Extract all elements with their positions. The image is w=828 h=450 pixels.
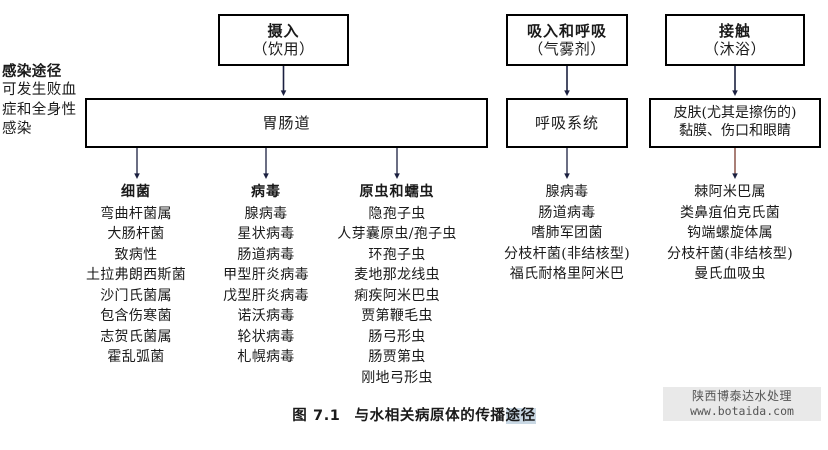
box-skin-line2: 黏膜、伤口和眼睛 [679, 123, 791, 139]
organism-item: 霍乱弧菌 [107, 349, 165, 365]
organism-item: 嗜肺军团菌 [531, 225, 603, 241]
watermark-company: 陕西博泰达水处理 [691, 389, 792, 403]
box-contact: 接触 （沐浴） [665, 14, 805, 66]
organism-column-virus: 病毒腺病毒星状病毒肠道病毒甲型肝炎病毒戊型肝炎病毒诺沃病毒轮状病毒札幌病毒 [206, 182, 326, 368]
organism-item: 曼氏血吸虫 [694, 266, 766, 282]
box-contact-title: 接触 [718, 21, 751, 40]
organism-item: 贾第鞭毛虫 [361, 308, 433, 324]
organism-item: 弯曲杆菌属 [100, 205, 172, 222]
organism-item: 痢疾阿米巴虫 [354, 287, 440, 304]
organism-item: 腺病毒 [244, 205, 288, 222]
organism-item: 大肠杆菌 [107, 226, 165, 242]
infection-route-body: 可发生败血症和全身性感染 [2, 82, 77, 137]
organism-item: 肠弓形虫 [368, 328, 426, 345]
figure-caption: 图 7.1 与水相关病原体的传播途径 [0, 404, 828, 425]
box-gastrointestinal-title: 胃肠道 [262, 113, 311, 132]
box-respiratory-system: 呼吸系统 [506, 98, 628, 148]
organism-item: 人芽囊原虫/孢子虫 [337, 226, 457, 242]
organism-item: 类鼻疽伯克氏菌 [679, 204, 781, 221]
organism-column-header: 病毒 [251, 184, 281, 200]
figure-caption-highlight: 途径 [505, 408, 536, 424]
organism-item: 戊型肝炎病毒 [223, 287, 309, 304]
box-inhalation-title: 吸入和呼吸 [526, 21, 607, 40]
organism-item: 肠贾第虫 [368, 349, 426, 365]
box-inhalation-subtitle: （气雾剂） [528, 40, 606, 58]
box-contact-subtitle: （沐浴） [703, 40, 766, 58]
organism-item: 刚地弓形虫 [361, 369, 433, 386]
infection-route-label: 感染途径 可发生败血症和全身性感染 [2, 62, 84, 139]
box-ingestion: 摄入 （饮用） [218, 14, 349, 66]
infection-route-heading: 感染途径 [2, 63, 62, 80]
organism-column-bacteria: 细菌弯曲杆菌属大肠杆菌致病性土拉弗朗西斯菌沙门氏菌属包含伤寒菌志贺氏菌属霍乱弧菌 [58, 182, 214, 368]
organism-item: 环孢子虫 [368, 246, 426, 263]
organism-item: 钩端螺旋体属 [687, 225, 773, 241]
organism-item: 甲型肝炎病毒 [223, 267, 309, 283]
organism-item: 分枝杆菌(非结核型) [667, 245, 793, 262]
figure-caption-text: 与水相关病原体的传播 [354, 408, 506, 424]
figure-caption-number: 图 7.1 [292, 408, 341, 424]
organism-item: 分枝杆菌(非结核型) [504, 245, 630, 262]
organism-column-respiratory: 腺病毒肠道病毒嗜肺军团菌分枝杆菌(非结核型) 福氏耐格里阿米巴 [489, 182, 645, 285]
box-gastrointestinal: 胃肠道 [85, 98, 488, 148]
organism-item: 诺沃病毒 [237, 308, 295, 324]
organism-column-header: 细菌 [121, 184, 151, 200]
organism-item: 隐孢子虫 [368, 205, 426, 222]
organism-item: 致病性 [114, 246, 158, 263]
organism-item: 包含伤寒菌 [100, 308, 172, 324]
organism-item: 沙门氏菌属 [100, 287, 172, 304]
organism-item: 棘阿米巴属 [694, 184, 766, 200]
organism-item: 札幌病毒 [237, 349, 295, 365]
watermark-url: www.botaida.com [690, 403, 794, 418]
organism-item: 星状病毒 [237, 226, 295, 242]
box-inhalation: 吸入和呼吸 （气雾剂） [506, 14, 628, 66]
box-respiratory-system-title: 呼吸系统 [534, 113, 599, 132]
organism-item: 腺病毒 [545, 184, 589, 200]
organism-item: 轮状病毒 [237, 328, 295, 345]
organism-column-header: 原虫和蠕虫 [359, 184, 435, 200]
box-ingestion-title: 摄入 [267, 21, 300, 40]
organism-column-protozoa: 原虫和蠕虫隐孢子虫人芽囊原虫/孢子虫环孢子虫麦地那龙线虫痢疾阿米巴虫贾第鞭毛虫肠… [311, 182, 483, 388]
organism-item: 志贺氏菌属 [100, 328, 172, 345]
organism-item: 福氏耐格里阿米巴 [509, 266, 625, 282]
box-skin: 皮肤(尤其是擦伤的) 黏膜、伤口和眼睛 [649, 98, 821, 148]
organism-item: 土拉弗朗西斯菌 [85, 267, 187, 283]
watermark: 陕西博泰达水处理 www.botaida.com [663, 387, 821, 421]
box-ingestion-subtitle: （饮用） [252, 40, 315, 58]
box-skin-line1: 皮肤(尤其是擦伤的) [673, 105, 797, 122]
organism-item: 肠道病毒 [237, 246, 295, 263]
organism-column-skin: 棘阿米巴属类鼻疽伯克氏菌钩端螺旋体属分枝杆菌(非结核型) 曼氏血吸虫 [641, 182, 819, 285]
organism-item: 麦地那龙线虫 [354, 267, 440, 283]
organism-item: 肠道病毒 [538, 204, 596, 221]
